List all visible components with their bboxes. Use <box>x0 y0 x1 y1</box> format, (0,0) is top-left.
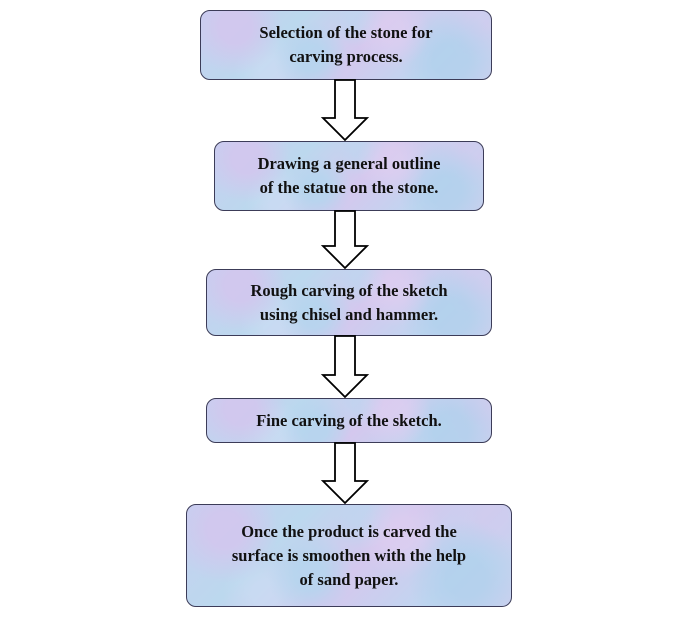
down-arrow-icon <box>320 210 370 270</box>
down-arrow-icon <box>320 335 370 399</box>
flow-step-draw-outline: Drawing a general outline of the statue … <box>214 141 484 211</box>
down-arrow-icon <box>320 442 370 505</box>
flow-step-fine-carving: Fine carving of the sketch. <box>206 398 492 443</box>
flow-step-rough-carving: Rough carving of the sketch using chisel… <box>206 269 492 336</box>
flow-step-sand-paper-smoothing: Once the product is carved the surface i… <box>186 504 512 607</box>
flow-step-stone-selection: Selection of the stone for carving proce… <box>200 10 492 80</box>
down-arrow-icon <box>320 79 370 142</box>
